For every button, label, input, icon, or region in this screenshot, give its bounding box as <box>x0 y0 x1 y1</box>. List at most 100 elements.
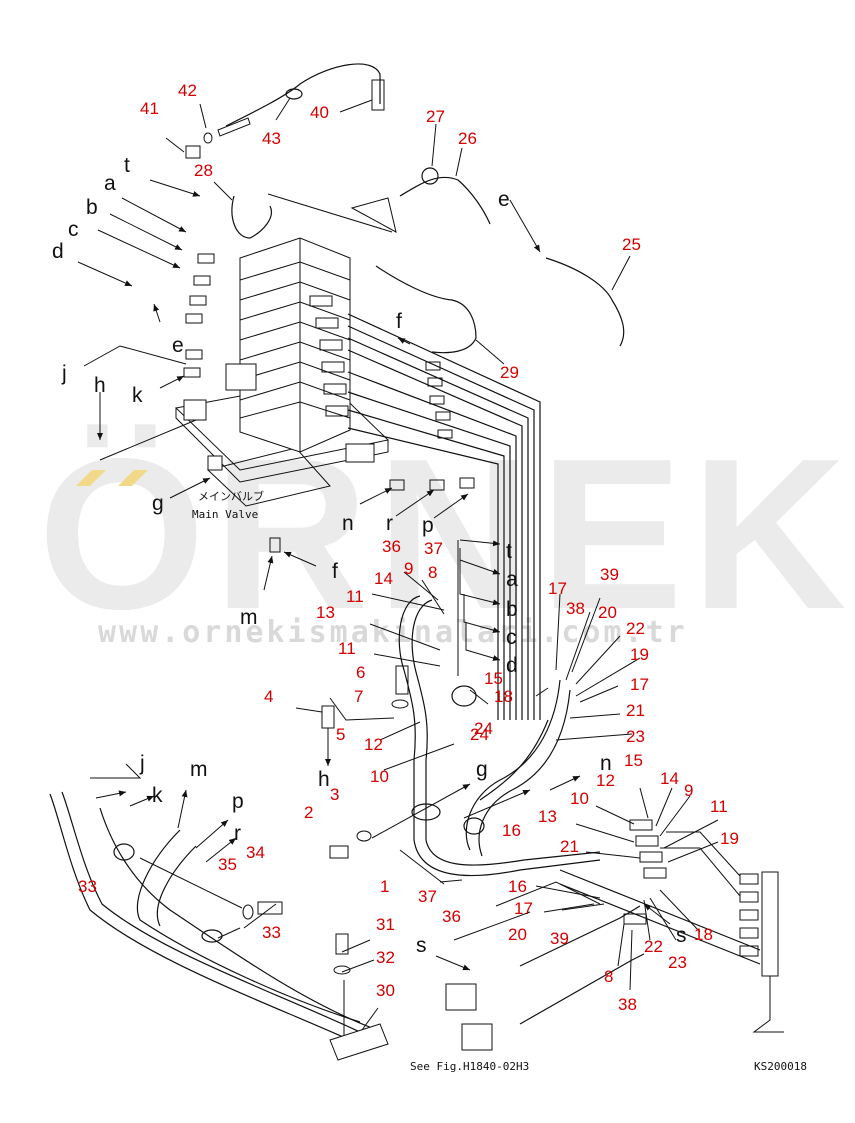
watermark-brand: ÖRNEK <box>38 413 854 654</box>
connection-letter-n2: n <box>600 752 612 775</box>
callout-2: 2 <box>304 803 313 822</box>
callout-9b: 9 <box>684 781 693 800</box>
callout-35: 35 <box>218 855 237 874</box>
callout-20b: 20 <box>508 925 527 944</box>
connection-letter-a2: a <box>506 568 518 591</box>
callout-14a: 14 <box>374 569 393 588</box>
callout-39b: 39 <box>550 929 569 948</box>
callout-25: 25 <box>622 235 641 254</box>
part-3 <box>356 830 372 842</box>
callout-9a: 9 <box>404 559 413 578</box>
callout-40: 40 <box>310 103 329 122</box>
callout-1: 1 <box>380 877 389 896</box>
callout-39a: 39 <box>600 565 619 584</box>
connection-letter-r1: r <box>386 512 393 535</box>
valve-mount-left <box>183 399 207 421</box>
connection-letter-j1: j <box>61 362 67 385</box>
manifold-block <box>761 871 779 977</box>
callout-11b: 11 <box>338 639 356 658</box>
watermark-accent-left <box>76 470 106 486</box>
clamp-33b <box>201 929 223 943</box>
valve-ports <box>183 253 475 553</box>
leaders <box>77 97 741 1036</box>
callout-22a: 22 <box>626 619 645 638</box>
callout-23a: 23 <box>626 727 645 746</box>
caption-code: KS200018 <box>754 1060 807 1073</box>
callout-12a: 12 <box>364 735 383 754</box>
callout-7: 7 <box>354 687 363 706</box>
connection-letter-h1: h <box>94 374 106 397</box>
connection-letter-f1: f <box>396 310 402 333</box>
hose-28 <box>231 195 272 239</box>
part-6 <box>395 665 409 695</box>
callout-13a: 13 <box>316 603 335 622</box>
callout-37b: 37 <box>418 887 437 906</box>
callout-17c: 17 <box>514 899 533 918</box>
callout-32: 32 <box>376 948 395 967</box>
callout-15b: 15 <box>624 751 643 770</box>
clamp-24 <box>451 685 477 707</box>
callout-18b: 18 <box>694 925 713 944</box>
callout-8b: 8 <box>604 967 613 986</box>
valve-mount-front <box>207 455 223 471</box>
connection-letter-c2: c <box>506 626 517 649</box>
callout-12b: 12 <box>596 771 615 790</box>
part-4 <box>321 705 335 729</box>
connection-letter-c1: c <box>68 218 79 241</box>
callout-26: 26 <box>458 129 477 148</box>
middle-hoses <box>398 595 601 877</box>
callout-31: 31 <box>376 915 395 934</box>
connection-letter-m2: m <box>190 758 208 781</box>
valve-side-block <box>225 363 257 391</box>
lower-left-harness <box>49 791 389 1061</box>
callout-11a: 11 <box>346 587 364 606</box>
part-32 <box>333 965 351 975</box>
connection-letter-j2: j <box>139 752 145 775</box>
hose-40 <box>225 63 381 127</box>
connection-letter-m1: m <box>240 606 258 629</box>
callout-13b: 13 <box>538 807 557 826</box>
callout-19b: 19 <box>720 829 739 848</box>
watermark-accent-right <box>118 470 148 486</box>
callout-5: 5 <box>336 725 345 744</box>
clamp-43 <box>285 88 303 100</box>
connection-letter-t1: t <box>124 154 130 177</box>
connection-letter-a1: a <box>104 172 116 195</box>
callout-28: 28 <box>194 161 213 180</box>
small-parts <box>185 79 409 975</box>
callout-3: 3 <box>330 785 339 804</box>
connection-letter-b2: b <box>506 598 518 621</box>
connection-letter-k2: k <box>152 784 163 807</box>
callout-43: 43 <box>262 129 281 148</box>
clamp-37 <box>411 803 441 821</box>
fitting-block-upper <box>445 983 477 1011</box>
valve-bracket <box>206 447 331 507</box>
callout-41: 41 <box>140 99 159 118</box>
connection-letter-r2: r <box>234 822 241 845</box>
valve-stack <box>239 237 351 453</box>
callout-6: 6 <box>356 663 365 682</box>
callout-27: 27 <box>426 107 445 126</box>
top-hoses <box>225 63 625 354</box>
connection-letter-p1: p <box>422 514 434 537</box>
callout-23b: 23 <box>668 953 687 972</box>
callout-8a: 8 <box>428 563 437 582</box>
callout-24b: 24 <box>470 725 489 744</box>
callout-37a: 37 <box>424 539 443 558</box>
callout-16a: 16 <box>502 821 521 840</box>
callout-20a: 20 <box>598 603 617 622</box>
callout-33a: 33 <box>78 877 97 896</box>
part-42 <box>203 132 213 144</box>
connection-letter-s1: s <box>416 934 427 957</box>
callout-22b: 22 <box>644 937 663 956</box>
callout-24a: 24 <box>474 719 493 738</box>
callout-36a: 36 <box>382 537 401 556</box>
callout-42: 42 <box>178 81 197 100</box>
callout-34: 34 <box>246 843 265 862</box>
callout-15a: 15 <box>484 669 503 688</box>
connection-letter-k1: k <box>132 384 143 407</box>
connection-letter-h2: h <box>318 768 330 791</box>
callout-11c: 11 <box>710 797 728 816</box>
